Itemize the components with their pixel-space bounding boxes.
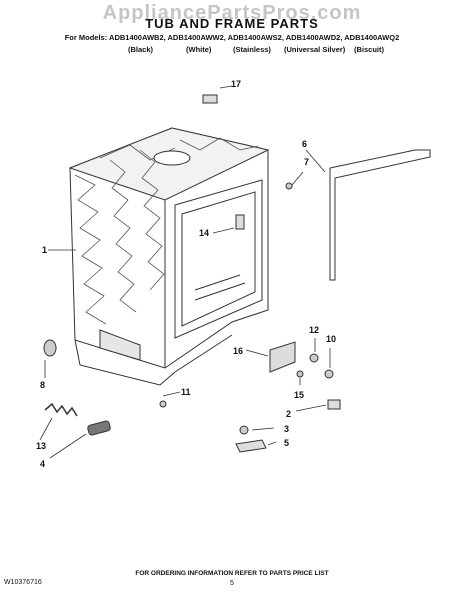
callout-15: 15 xyxy=(294,390,305,400)
part-8-foot xyxy=(43,339,57,357)
watermark: AppliancePartsPros.com xyxy=(102,2,362,24)
callout-5: 5 xyxy=(284,438,290,448)
part-14-clip xyxy=(235,214,245,230)
part-16-bracket xyxy=(269,341,296,373)
callout-3: 3 xyxy=(284,424,290,434)
callout-12: 12 xyxy=(309,325,320,335)
callout-8: 8 xyxy=(40,380,46,390)
part-3-screw xyxy=(239,425,249,435)
ordering-note: FOR ORDERING INFORMATION REFER TO PARTS … xyxy=(135,570,329,577)
part-17-bracket xyxy=(202,94,218,104)
part-5-clip xyxy=(235,439,267,453)
callout-11: 11 xyxy=(181,387,191,397)
part-15-screw xyxy=(296,370,304,378)
callout-7: 7 xyxy=(304,157,310,167)
part-10-washer xyxy=(324,369,334,379)
tub-lattice xyxy=(74,137,259,325)
callout-14: 14 xyxy=(199,228,210,238)
callout-13: 13 xyxy=(36,441,47,451)
part-13-spring xyxy=(44,402,78,417)
document-id: W10376716 xyxy=(4,579,42,586)
callout-17: 17 xyxy=(231,79,242,89)
part-11-screw xyxy=(159,400,167,408)
part-2-bracket xyxy=(327,399,341,410)
color-black: (Black) xyxy=(128,45,154,54)
callout-4: 4 xyxy=(40,459,46,469)
part-6-gasket xyxy=(329,149,431,281)
color-white: (White) xyxy=(186,45,212,54)
callout-1: 1 xyxy=(42,245,48,255)
callout-10: 10 xyxy=(326,334,337,344)
page-title: TUB AND FRAME PARTS xyxy=(145,16,319,31)
page-number: 5 xyxy=(230,580,234,587)
callout-16: 16 xyxy=(233,346,244,356)
color-biscuit: (Biscuit) xyxy=(354,45,384,54)
color-stainless: (Stainless) xyxy=(233,45,271,54)
part-7-screw xyxy=(285,182,293,190)
color-universal-silver: (Universal Silver) xyxy=(284,45,346,54)
models-line: For Models: ADB1400AWB2, ADB1400AWW2, AD… xyxy=(64,33,400,42)
part-4-pad xyxy=(87,420,111,436)
callout-2: 2 xyxy=(286,409,292,419)
part-12-nut xyxy=(309,353,319,363)
callout-6: 6 xyxy=(302,139,308,149)
tub-door-opening xyxy=(174,179,263,339)
